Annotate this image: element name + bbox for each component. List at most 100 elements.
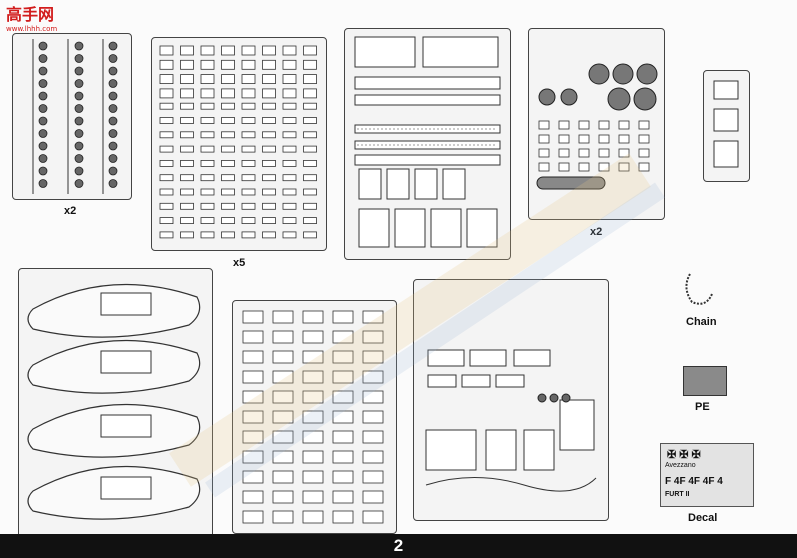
- small-part: [262, 231, 276, 239]
- small-part: [302, 450, 324, 464]
- small-part: [180, 217, 194, 225]
- small-part: [282, 102, 297, 110]
- small-part: [159, 188, 174, 196]
- wheel-part: [108, 179, 118, 188]
- small-part: [332, 390, 354, 404]
- small-part: [241, 231, 256, 239]
- small-part: [221, 188, 235, 196]
- small-part: [282, 160, 297, 167]
- photo-etch-fret: [683, 366, 727, 396]
- wheel-part: [74, 79, 84, 88]
- small-part: [272, 430, 294, 444]
- small-part: [200, 45, 215, 56]
- small-part: [332, 410, 354, 424]
- small-part: [302, 390, 324, 404]
- sprue-e: [703, 70, 750, 182]
- wheel-part: [108, 154, 118, 163]
- wheel-part: [38, 54, 48, 63]
- small-part: [200, 131, 215, 139]
- small-part: [332, 430, 354, 444]
- small-part: [242, 450, 264, 464]
- small-part: [221, 59, 235, 70]
- small-part: [282, 145, 297, 153]
- small-part: [303, 217, 317, 225]
- small-part: [159, 88, 174, 99]
- small-part: [159, 145, 174, 153]
- small-part: [332, 450, 354, 464]
- small-part: [262, 117, 276, 124]
- small-part: [303, 231, 317, 239]
- small-part: [241, 74, 256, 84]
- wheel-part: [108, 41, 118, 51]
- small-part: [242, 490, 264, 504]
- small-part: [362, 330, 384, 344]
- small-part: [272, 330, 294, 344]
- small-part: [241, 202, 256, 210]
- small-part: [200, 188, 215, 196]
- small-part: [262, 174, 276, 182]
- small-part: [578, 148, 590, 158]
- pe-label: PE: [695, 401, 710, 413]
- sprue-b-parts: [159, 45, 317, 239]
- sprue-g-parts: [242, 310, 384, 524]
- small-part: [332, 470, 354, 484]
- small-part: [598, 148, 610, 158]
- small-part: [332, 370, 354, 384]
- small-part: [618, 120, 630, 130]
- decal-line2: Avezzano: [665, 462, 696, 469]
- small-part: [262, 145, 276, 153]
- small-part: [242, 370, 264, 384]
- small-part: [159, 45, 174, 56]
- small-part: [282, 202, 297, 210]
- small-part: [241, 217, 256, 225]
- wheel-part: [74, 54, 84, 63]
- small-part: [282, 174, 297, 182]
- wheel-part: [74, 41, 84, 51]
- small-part: [272, 470, 294, 484]
- small-part: [303, 45, 317, 56]
- sprue-b-quantity: x5: [233, 257, 246, 269]
- small-part: [538, 134, 550, 144]
- small-part: [362, 390, 384, 404]
- small-part: [180, 117, 194, 124]
- small-part: [262, 45, 276, 56]
- wheel-part: [74, 179, 84, 188]
- sprue-a: [12, 33, 132, 200]
- small-part: [638, 148, 650, 158]
- wheel-part: [38, 66, 48, 76]
- wheel-part: [38, 129, 48, 138]
- sprue-c-parts: [354, 36, 501, 248]
- small-part: [221, 45, 235, 56]
- wheel-part: [108, 66, 118, 76]
- small-part: [221, 145, 235, 153]
- wheel-part: [108, 116, 118, 126]
- sprue-e-parts: [713, 80, 739, 168]
- small-part: [362, 370, 384, 384]
- small-part: [221, 231, 235, 239]
- small-part: [180, 174, 194, 182]
- small-part: [303, 202, 317, 210]
- sprue-d-quantity: x2: [590, 226, 603, 238]
- small-part: [180, 74, 194, 84]
- small-part: [221, 88, 235, 99]
- small-part: [241, 188, 256, 196]
- small-part: [303, 88, 317, 99]
- small-part: [241, 131, 256, 139]
- small-part: [159, 59, 174, 70]
- small-part: [578, 120, 590, 130]
- small-part: [282, 117, 297, 124]
- small-part: [262, 59, 276, 70]
- small-part: [159, 217, 174, 225]
- wheel-part: [74, 166, 84, 176]
- small-part: [241, 145, 256, 153]
- small-part: [242, 410, 264, 424]
- small-part: [332, 490, 354, 504]
- small-part: [180, 59, 194, 70]
- small-part: [221, 102, 235, 110]
- small-part: [362, 510, 384, 524]
- wheel-part: [38, 154, 48, 163]
- small-part: [200, 145, 215, 153]
- small-part: [362, 490, 384, 504]
- small-part: [180, 45, 194, 56]
- small-part: [362, 470, 384, 484]
